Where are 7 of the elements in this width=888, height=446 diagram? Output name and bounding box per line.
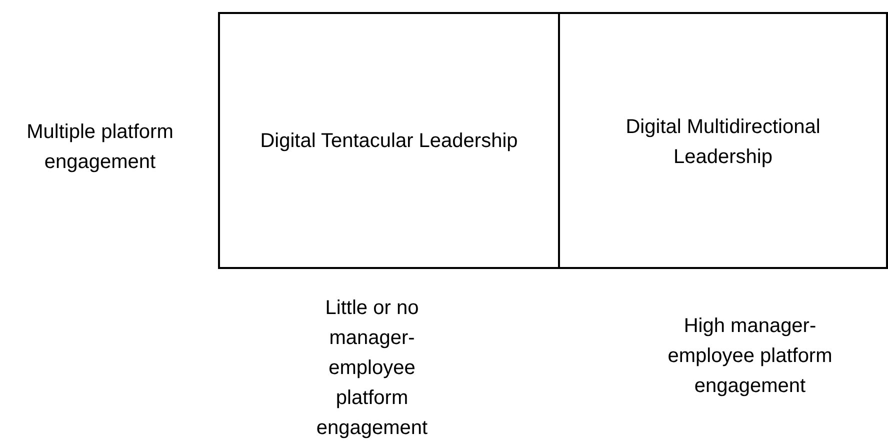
axis-label: Multiple platform engagement <box>26 120 174 175</box>
matrix-cell <box>218 12 560 269</box>
axis-label: High manager-employee platform engagement <box>666 314 834 399</box>
quadrant-title: Digital Multidirectional Leadership <box>624 115 822 170</box>
matrix-cell <box>558 12 888 269</box>
quadrant-title: Digital Tentacular Leadership <box>260 128 518 154</box>
axis-label: Little or no manager-employee platform engagement <box>315 296 429 441</box>
